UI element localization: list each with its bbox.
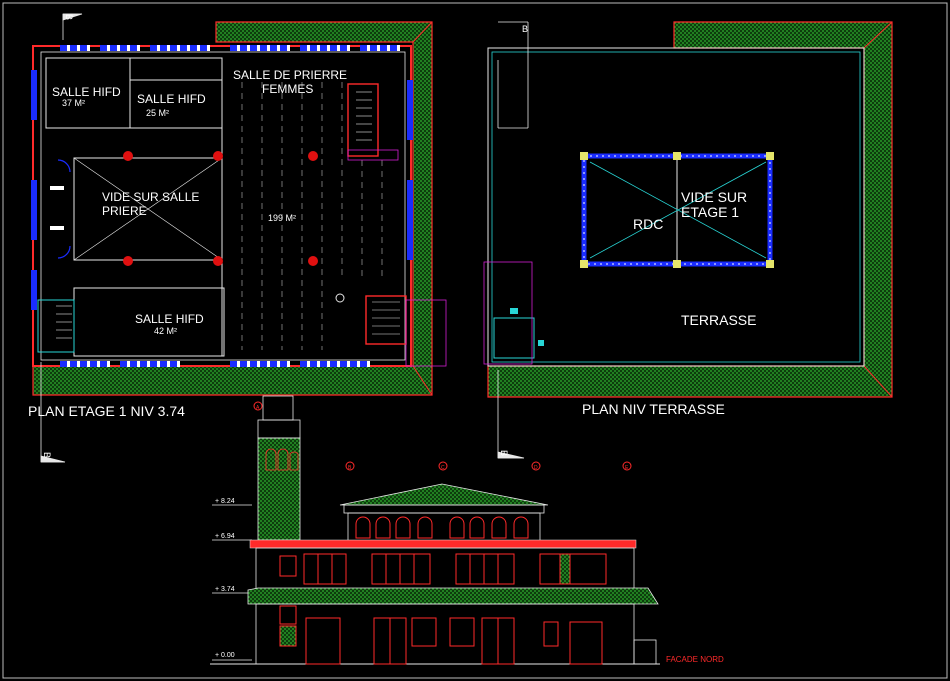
section-label-top: B [64,14,74,20]
section-mark-b-bottom [40,362,66,463]
pavilion-roof [339,483,549,506]
room-label-priere-1: SALLE DE PRIERRE [233,68,347,82]
staircase-top [347,83,399,161]
room-label-hifd-2: SALLE HIFD [137,92,206,106]
room-area-hifd-1: 37 M² [62,98,85,108]
plan-etage-1: B B SALLE HIFD 37 M² SALLE HIFD 25 M² SA… [28,13,447,463]
facade-body [249,539,637,549]
room-label-vide-2: PRIERE [102,204,147,218]
section-mark-b-top [62,13,83,40]
facade-title: FACADE NORD [666,655,724,664]
terrasse-outline [487,47,865,367]
grid-letter-b: B [348,465,352,471]
room-area-hifd-2: 25 M² [146,108,169,118]
grid-markers [253,401,632,471]
window-strips [31,45,413,367]
terrasse-vide-line1: VIDE SUR [681,189,747,205]
terrasse-vide-line2: ETAGE 1 [681,204,739,220]
grid-letter-c: C [441,465,445,471]
terrasse-label: TERRASSE [681,312,756,328]
level-label-1: + 8.24 [215,498,235,505]
room-label-hifd-3: SALLE HIFD [135,312,204,326]
level-label-2: + 6.94 [215,533,235,540]
staircase-bottom [335,293,447,367]
room-label-priere-2: FEMMES [262,82,313,96]
ground-openings [279,605,603,665]
grid-letter-a: A [256,405,260,411]
level-label-4: + 0.00 [215,652,235,659]
facade-nord: + 8.24 + 6.94 + 3.74 + 0.00 [210,395,724,665]
terrasse-section-label-top: B [522,24,528,34]
room-label-vide-1: VIDE SUR SALLE [102,190,199,204]
grid-letter-d: D [534,465,538,471]
plan-terrasse-title: PLAN NIV TERRASSE [582,401,725,417]
staircase-left [37,299,75,353]
arched-windows [355,516,529,539]
room-area-main: 199 M² [268,213,296,223]
terrasse-rdc-label: RDC [633,216,663,232]
minaret [257,395,301,541]
upper-windows [279,553,607,585]
plan-terrasse: B B VIDE SUR ETAGE 1 RDC TERRASSE PLAN N… [483,21,893,459]
room-area-hifd-3: 42 M² [154,326,177,336]
room-label-hifd-1: SALLE HIFD [52,85,121,99]
level-label-3: + 3.74 [215,586,235,593]
terrasse-section-label-bottom: B [499,450,509,456]
section-label-bottom: B [42,452,52,458]
plan-etage-1-title: PLAN ETAGE 1 NIV 3.74 [28,403,185,419]
grid-letter-e: E [625,465,629,471]
corner-columns [580,152,774,268]
columns [123,151,318,266]
